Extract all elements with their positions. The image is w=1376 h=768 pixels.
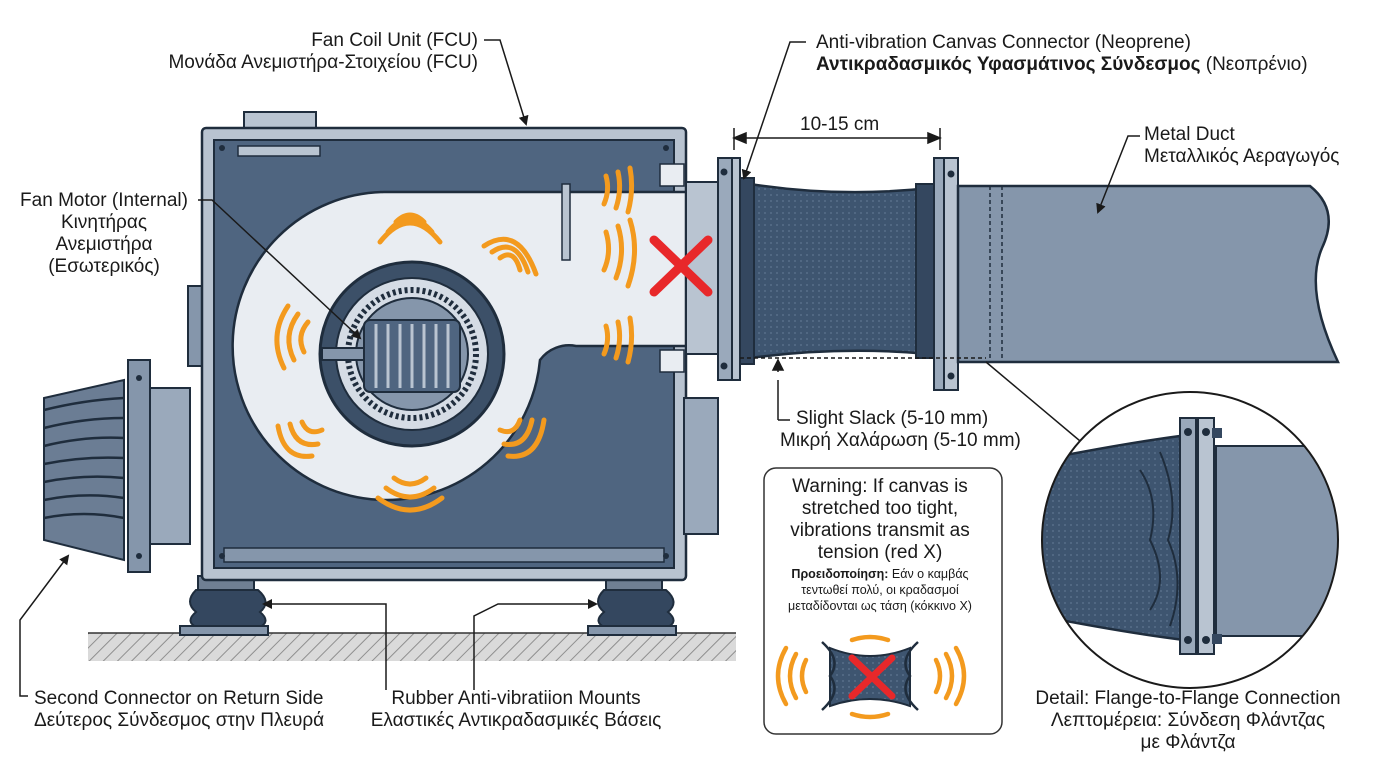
label-second-connector: Second Connector on Return Side Δεύτερος… bbox=[34, 688, 325, 731]
warning-text-en: Warning: If canvas is stretched too tigh… bbox=[790, 476, 970, 563]
warning-text-gr: Προειδοποίηση: Εάν ο καμβάς τεντωθεί πολ… bbox=[788, 567, 972, 613]
flange-left bbox=[717, 157, 741, 381]
leader-motor bbox=[198, 199, 362, 340]
canvas-connector bbox=[739, 177, 935, 365]
label-distance: 10-15 cm bbox=[800, 114, 880, 135]
leader-detail bbox=[985, 361, 1087, 447]
distance-dimension bbox=[732, 128, 942, 150]
vibration-waves bbox=[274, 165, 638, 513]
fan-coil-unit bbox=[187, 111, 719, 582]
label-metal-duct: Metal Duct Μεταλλικός Αεραγωγός bbox=[1144, 124, 1340, 167]
flange-right bbox=[933, 157, 959, 391]
leader-canvas bbox=[741, 41, 806, 180]
label-fcu: Fan Coil Unit (FCU) Μονάδα Ανεμιστήρα-Στ… bbox=[168, 30, 478, 73]
rubber-mount-left bbox=[179, 575, 269, 636]
leader-mount-left bbox=[262, 599, 387, 690]
leader-duct bbox=[1096, 135, 1140, 214]
floor-ground bbox=[88, 633, 736, 661]
metal-duct bbox=[956, 184, 1340, 364]
leader-mount-right bbox=[473, 599, 598, 690]
label-canvas-connector: Anti-vibration Canvas Connector (Neopren… bbox=[816, 32, 1308, 75]
tension-illustration bbox=[775, 634, 967, 720]
supply-outlet bbox=[685, 181, 721, 355]
slack-indicator bbox=[740, 357, 986, 421]
label-fan-motor: Fan Motor (Internal) Κινητήρας Ανεμιστήρ… bbox=[20, 190, 188, 277]
warning-x-outlet bbox=[649, 235, 713, 297]
leader-fcu bbox=[484, 39, 529, 126]
warning-box-frame bbox=[763, 467, 1003, 735]
label-detail: Detail: Flange-to-Flange Connection Λεπτ… bbox=[1035, 688, 1341, 753]
label-slack: Slight Slack (5-10 mm) Μικρή Χαλάρωση (5… bbox=[780, 408, 1021, 451]
label-rubber-mounts: Rubber Anti-vibratiion Mounts Ελαστικές … bbox=[370, 688, 662, 731]
detail-circle bbox=[1041, 391, 1339, 689]
rubber-mount-right bbox=[587, 575, 677, 636]
leader-second bbox=[19, 554, 70, 697]
return-flex-connector bbox=[43, 359, 191, 573]
